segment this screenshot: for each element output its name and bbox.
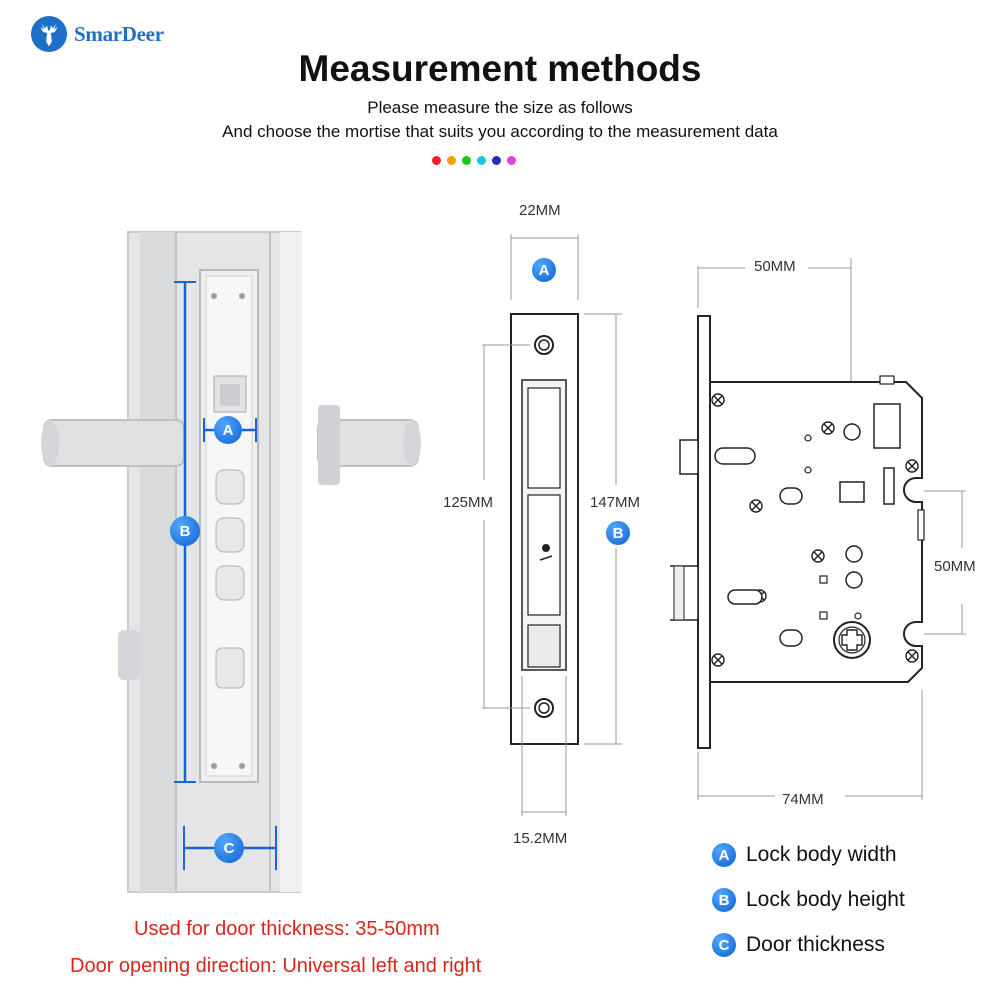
subtitle-line-1: Please measure the size as follows (367, 98, 633, 117)
door-thickness-note: Used for door thickness: 35-50mm (134, 918, 440, 940)
color-dot (492, 156, 501, 165)
body-width-label: 50MM (754, 258, 796, 275)
legend-item-a: A Lock body width (712, 843, 897, 867)
legend-badge-b: B (712, 888, 736, 912)
color-dot (477, 156, 486, 165)
spindle-distance-label: 50MM (934, 558, 976, 575)
hole-spacing-label: 125MM (443, 494, 494, 511)
color-dot (462, 156, 471, 165)
marker-b-badge: B (170, 516, 200, 546)
height-dimension-label: 147MM (590, 494, 641, 511)
legend-item-c: C Door thickness (712, 933, 885, 957)
legend-label-c: Door thickness (746, 933, 885, 956)
faceplate-diagram (482, 234, 622, 816)
opening-direction-note: Door opening direction: Universal left a… (70, 955, 482, 977)
legend-badge-c: C (712, 933, 736, 957)
color-dot (507, 156, 516, 165)
color-dot (447, 156, 456, 165)
page-title: Measurement methods (298, 48, 702, 89)
legend-badge-a: A (712, 843, 736, 867)
legend-label-a: Lock body width (746, 843, 897, 866)
brand-logo: SmarDeer (30, 14, 180, 54)
subtitle-line-2: And choose the mortise that suits you ac… (222, 122, 778, 141)
brand-name: SmarDeer (74, 21, 164, 46)
marker-c-badge: C (214, 833, 244, 863)
marker-a-badge: A (214, 416, 242, 444)
bottom-dimension-label: 15.2MM (513, 830, 568, 847)
legend-label-b: Lock body height (746, 888, 905, 911)
width-dimension-label: 22MM (519, 202, 561, 219)
legend-item-b: B Lock body height (712, 888, 905, 912)
door-lock-photo (41, 231, 421, 893)
color-dot (432, 156, 441, 165)
deer-head-icon (30, 15, 68, 53)
color-dots (432, 156, 516, 165)
faceplate-marker-b-badge: B (606, 521, 630, 545)
lock-body-diagram (670, 258, 966, 800)
faceplate-marker-a-badge: A (532, 258, 556, 282)
body-depth-label: 74MM (782, 791, 824, 808)
